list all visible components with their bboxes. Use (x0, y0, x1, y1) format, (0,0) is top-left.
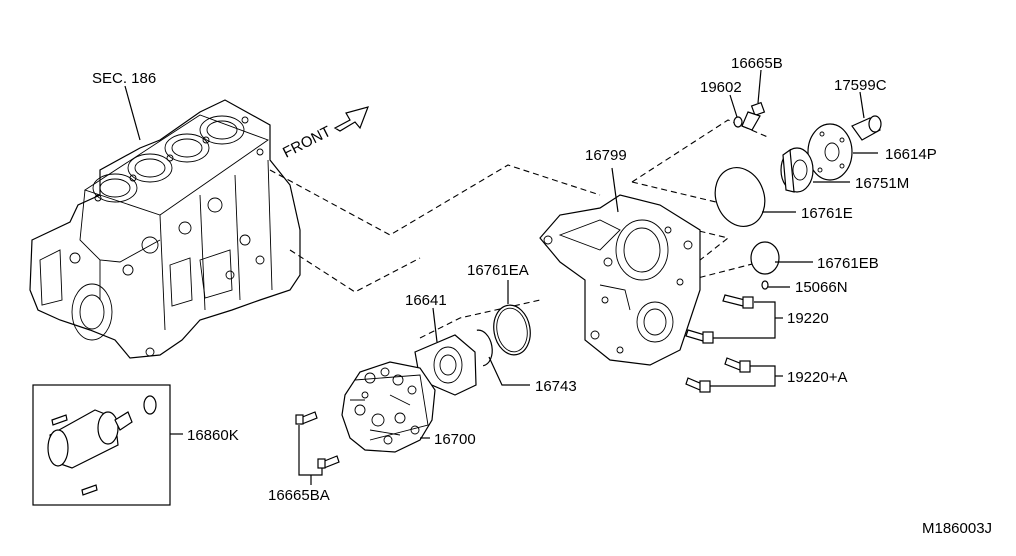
label-16614P: 16614P (885, 146, 937, 163)
label-15066N: 15066N (795, 279, 848, 296)
plate-16641 (414, 334, 477, 396)
label-sec186: SEC. 186 (92, 70, 156, 87)
bolt-16665BA (295, 411, 340, 469)
label-16860K: 16860K (187, 427, 239, 444)
bolt-16665B (741, 101, 766, 131)
label-16799: 16799 (585, 147, 627, 164)
leader-lines (124, 69, 878, 485)
flange-16614P (807, 123, 853, 181)
label-16751M: 16751M (855, 175, 909, 192)
engine-block (29, 99, 301, 359)
label-16700: 16700 (434, 431, 476, 448)
label-19220: 19220 (787, 310, 829, 327)
diagram-code: M186003J (922, 520, 992, 537)
label-16761E: 16761E (801, 205, 853, 222)
label-16761EA: 16761EA (467, 262, 529, 279)
gasket-16761EB (750, 241, 780, 275)
label-16665BA: 16665BA (268, 487, 330, 504)
o-ring-16761EA (493, 304, 531, 356)
front-arrow-icon (333, 106, 369, 132)
label-16743: 16743 (535, 378, 577, 395)
label-16665B: 16665B (731, 55, 783, 72)
label-17599C: 17599C (834, 77, 887, 94)
bolt-19220 (685, 294, 754, 344)
plug-15066N (761, 280, 769, 290)
front-direction-indicator: FRONT (280, 106, 369, 162)
front-cover-16799 (539, 194, 701, 366)
front-label: FRONT (280, 123, 334, 162)
label-19220A: 19220+A (787, 369, 847, 386)
gasket-16761E (714, 167, 766, 227)
bolt-19220A (685, 357, 751, 393)
ring-16743 (476, 329, 493, 367)
hub-16751M (780, 147, 814, 193)
label-16641: 16641 (405, 292, 447, 309)
label-16761EB: 16761EB (817, 255, 879, 272)
pump-16700 (341, 361, 436, 453)
part-labels: SEC. 186 16665B 19602 17599C 16614P 1675… (92, 55, 992, 537)
kit-16860K (32, 384, 171, 506)
label-19602: 19602 (700, 79, 742, 96)
washer-19602 (733, 116, 743, 128)
sleeve-17599C (851, 115, 882, 141)
